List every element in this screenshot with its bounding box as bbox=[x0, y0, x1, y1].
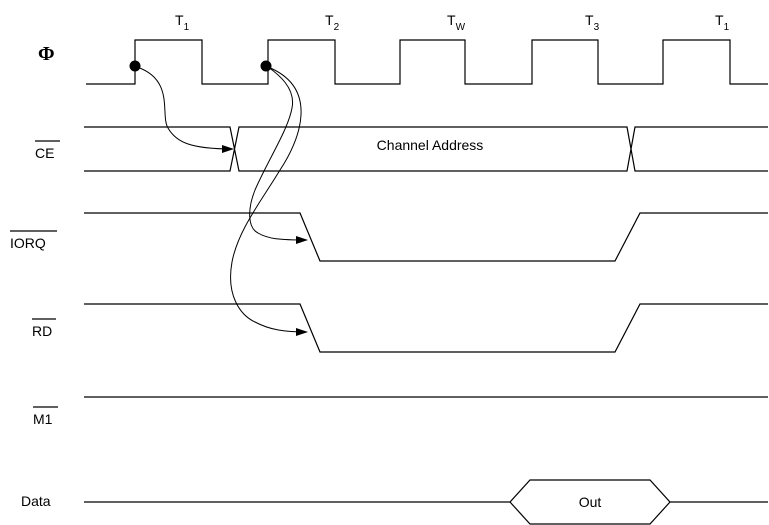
clock-waveform bbox=[86, 39, 768, 85]
period-label-t3: T3 bbox=[585, 12, 600, 33]
arrow-clock-to-rd bbox=[230, 66, 308, 336]
rd-waveform bbox=[84, 303, 768, 353]
clock-edge-dot-t1 bbox=[129, 60, 141, 72]
arrow-clock-to-ce bbox=[136, 66, 234, 153]
signal-label-clock: Φ bbox=[38, 43, 55, 65]
bus-label-channel-address: Channel Address bbox=[377, 137, 484, 153]
data-waveform-bottom bbox=[509, 501, 671, 525]
clock-edge-dot-t2 bbox=[260, 60, 272, 72]
period-label-t1-first: T1 bbox=[175, 12, 190, 33]
period-label-t1-second: T1 bbox=[715, 12, 730, 33]
arrow-clock-to-iorq bbox=[249, 66, 308, 244]
period-label-tw: TW bbox=[447, 12, 466, 33]
data-waveform-top bbox=[84, 479, 768, 503]
signal-label-data: Data bbox=[21, 493, 51, 509]
ce-waveform-top bbox=[84, 126, 768, 172]
period-label-t2: T2 bbox=[325, 12, 340, 33]
signal-label-ce: CE bbox=[35, 145, 54, 161]
ce-waveform-bottom bbox=[84, 126, 768, 172]
iorq-waveform bbox=[84, 212, 768, 262]
signal-label-iorq: IORQ bbox=[10, 235, 46, 251]
signal-label-rd: RD bbox=[32, 323, 52, 339]
bus-label-out: Out bbox=[579, 494, 602, 510]
signal-label-m1: M1 bbox=[33, 411, 53, 427]
